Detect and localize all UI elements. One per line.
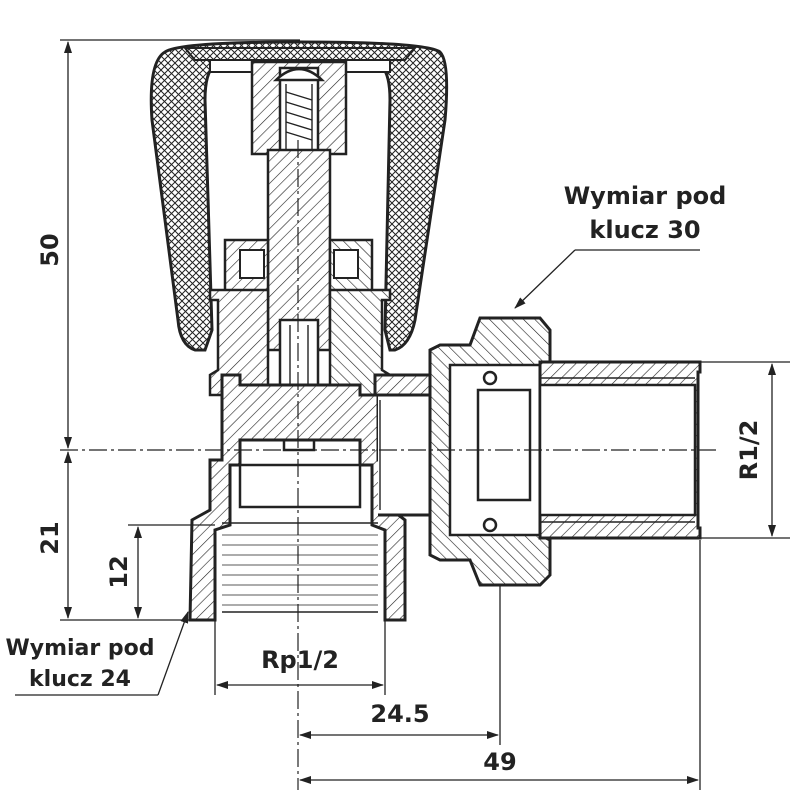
dimension-lines <box>64 41 776 784</box>
dim-thread-inlet: Rp1/2 <box>261 646 339 674</box>
dim-length-total: 49 <box>483 748 516 776</box>
union-nut <box>428 316 552 587</box>
dim-height-total: 50 <box>36 233 64 266</box>
dim-thread-depth: 12 <box>105 555 133 588</box>
wrench-size-top-callout: Wymiar pod klucz 30 <box>564 182 727 244</box>
extension-lines <box>60 39 790 790</box>
wrench-top-line2: klucz 30 <box>589 216 700 244</box>
wrench-top-line1: Wymiar pod <box>564 182 727 210</box>
dim-offset-axis: 24.5 <box>370 700 429 728</box>
spindle-assembly <box>250 60 348 452</box>
leader-lines <box>15 249 700 696</box>
dim-thread-outlet: R1/2 <box>735 420 763 481</box>
wrench-bottom-line2: klucz 24 <box>29 667 131 692</box>
dim-height-axis: 21 <box>36 521 64 554</box>
wrench-size-bottom-callout: Wymiar pod klucz 24 <box>5 636 154 692</box>
center-lines <box>60 140 720 790</box>
valve-body <box>188 373 432 622</box>
dimension-labels: 50 21 12 R1/2 Rp1/2 24.5 49 <box>36 233 763 776</box>
wrench-bottom-line1: Wymiar pod <box>5 636 154 661</box>
